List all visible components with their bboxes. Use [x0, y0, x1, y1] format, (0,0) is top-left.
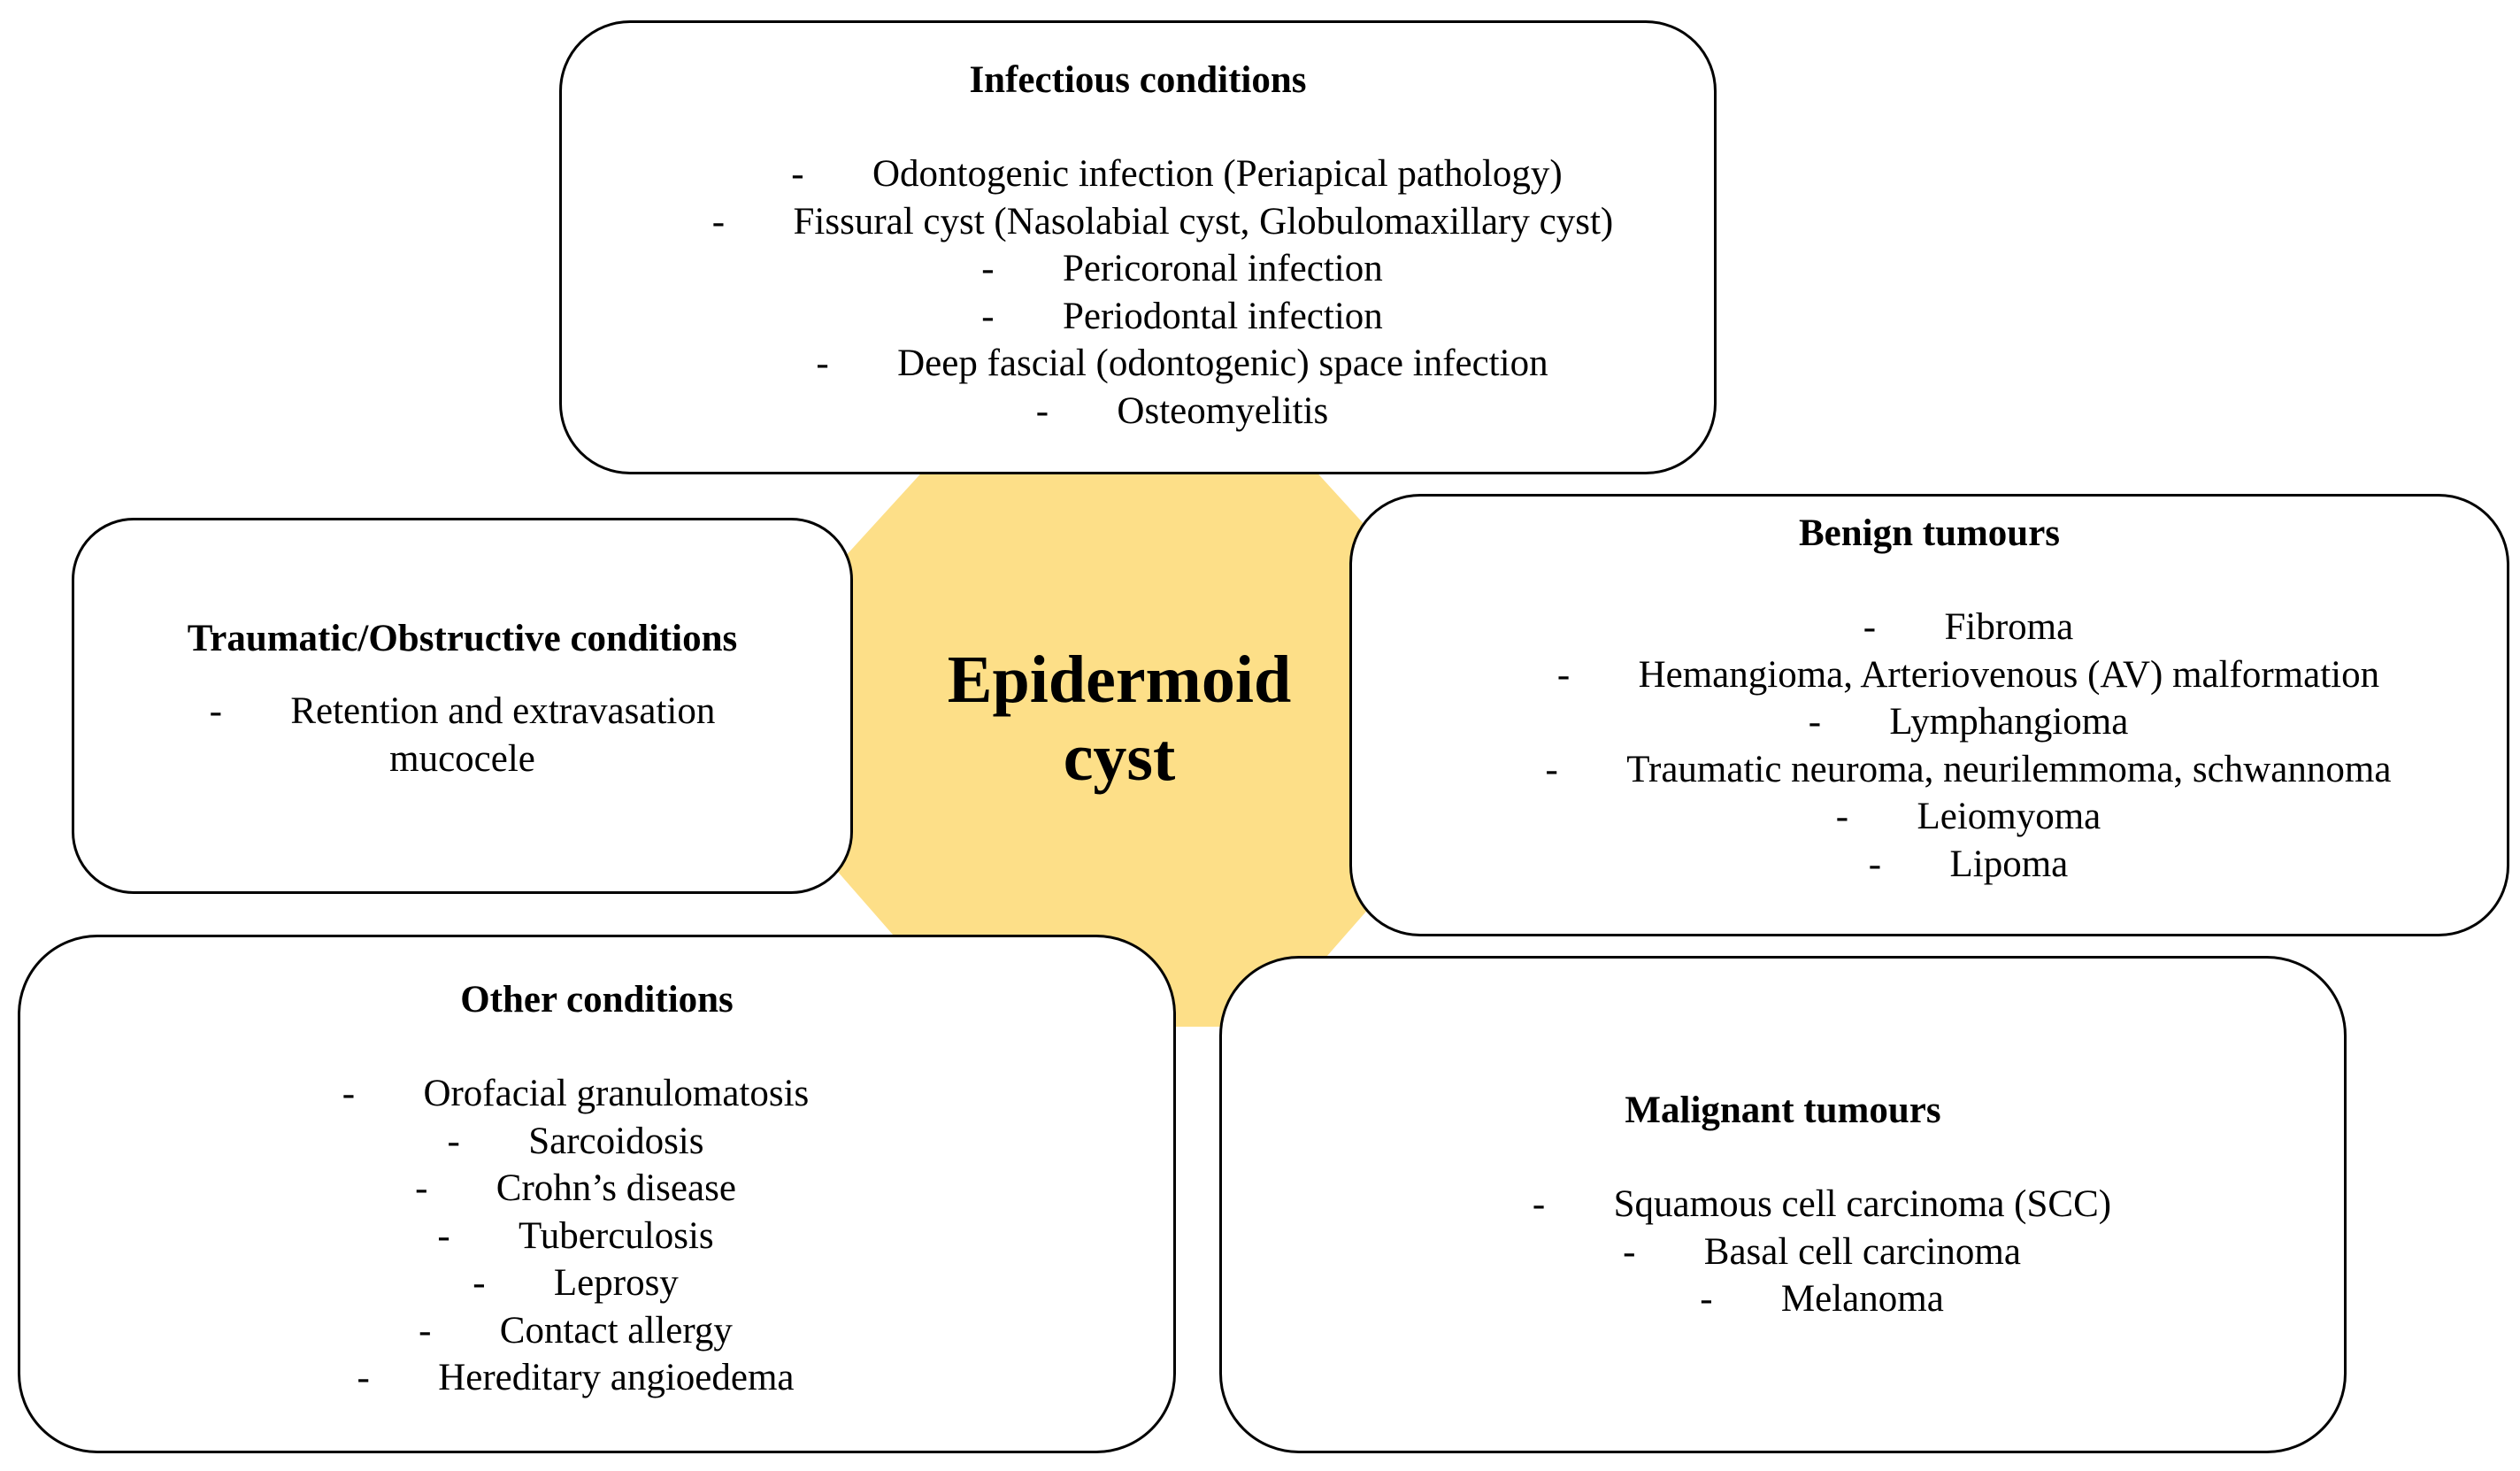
bullet-dash: - [357, 1357, 370, 1398]
list-item: - Odontogenic infection (Periapical patho… [601, 150, 1753, 198]
bullet-dash: - [1835, 796, 1849, 837]
infectious-conditions-box: Infectious conditions - Odontogenic infec… [559, 20, 1717, 474]
list-item-text: mucocele [389, 737, 535, 780]
list-item-text: Crohn’s disease [496, 1167, 736, 1209]
list-item: - Leiomyoma [1391, 793, 2520, 841]
bullet-dash: - [1532, 1183, 1546, 1225]
infectious-conditions-list: - Odontogenic infection (Periapical patho… [562, 150, 1714, 435]
list-item: - Fibroma [1391, 604, 2520, 651]
bullet-dash: - [981, 248, 995, 289]
list-item: - Deep fascial (odontogenic) space infect… [606, 340, 1758, 388]
bullet-dash: - [791, 153, 804, 195]
bullet-dash: - [472, 1262, 486, 1304]
traumatic-conditions-list: - Retention and extravasation mucocele [74, 688, 850, 782]
list-item: - Retention and extravasation [74, 688, 850, 736]
list-item: - Hereditary angioedema [0, 1354, 1152, 1402]
list-item-text: Melanoma [1780, 1278, 1944, 1320]
list-item: - Squamous cell carcinoma (SCC) [1261, 1181, 2383, 1228]
other-conditions-box: Other conditions - Orofacial granulomatos… [18, 935, 1176, 1453]
list-item-text: Leiomyoma [1917, 796, 2101, 837]
bullet-dash: - [1868, 843, 1882, 885]
traumatic-conditions-title: Traumatic/Obstructive conditions [187, 618, 738, 659]
bullet-dash: - [1035, 389, 1049, 432]
list-item-text: Basal cell carcinoma [1703, 1230, 2021, 1273]
list-item: - Basal cell carcinoma [1261, 1228, 2383, 1276]
list-item: - Leprosy [0, 1259, 1152, 1307]
list-item: - Periodontal infection [606, 293, 1758, 341]
center-label: Epidermoid cyst [889, 641, 1349, 797]
other-conditions-title: Other conditions [460, 979, 734, 1020]
list-item: - Melanoma [1261, 1275, 2383, 1323]
list-item: - Osteomyelitis [606, 388, 1758, 435]
list-item: - Contact allergy [0, 1307, 1152, 1355]
list-item-text: Orofacial granulomatosis [423, 1073, 810, 1114]
bullet-dash: - [415, 1167, 428, 1209]
bullet-dash: - [447, 1120, 460, 1162]
list-item: mucocele [74, 736, 850, 783]
center-octagon-shape [788, 416, 1451, 1027]
list-item-text: Retention and extravasation [290, 690, 716, 732]
bullet-dash: - [209, 690, 222, 732]
list-item: - Traumatic neuroma, neurilemmoma, schwan… [1391, 746, 2520, 794]
bullet-dash: - [1863, 606, 1877, 648]
list-item-text: Hereditary angioedema [438, 1357, 795, 1398]
list-item-text: Lipoma [1949, 843, 2069, 885]
list-item: - Hemangioma, Arteriovenous (AV) malforma… [1391, 651, 2520, 699]
list-item-text: Traumatic neuroma, neurilemmoma, schwann… [1626, 748, 2392, 790]
list-item-text: Osteomyelitis [1117, 389, 1329, 432]
list-item: - Tuberculosis [0, 1213, 1152, 1260]
list-item: - Lipoma [1391, 841, 2520, 889]
list-item-text: Pericoronal infection [1062, 248, 1383, 289]
list-item-text: Leprosy [553, 1262, 679, 1304]
center-label-line1: Epidermoid [947, 643, 1292, 717]
bullet-dash: - [816, 343, 829, 384]
bullet-dash: - [419, 1309, 432, 1352]
list-item-text: Odontogenic infection (Periapical pathol… [872, 153, 1563, 195]
benign-tumours-title: Benign tumours [1798, 512, 2061, 554]
list-item-text: Lymphangioma [1889, 701, 2129, 743]
bullet-dash: - [1556, 653, 1571, 696]
list-item-text: Fissural cyst (Nasolabial cyst, Globulom… [793, 200, 1614, 243]
list-item: - Crohn’s disease [0, 1165, 1152, 1213]
list-item: - Lymphangioma [1391, 698, 2520, 746]
bullet-dash: - [981, 295, 995, 337]
benign-tumours-list: - Fibroma - Hemangioma, Arteriovenous (AV)… [1352, 604, 2507, 888]
malignant-tumours-list: - Squamous cell carcinoma (SCC) - Basal ce… [1222, 1181, 2344, 1323]
center-label-line2: cyst [1063, 720, 1176, 795]
bullet-dash: - [437, 1214, 450, 1257]
list-item-text: Tuberculosis [519, 1214, 714, 1257]
list-item: - Fissural cyst (Nasolabial cyst, Globulo… [587, 198, 1739, 246]
list-item-text: Hemangioma, Arteriovenous (AV) malformat… [1638, 653, 2380, 696]
bullet-dash: - [711, 200, 726, 243]
bullet-dash: - [1545, 748, 1558, 790]
malignant-tumours-title: Malignant tumours [1625, 1090, 1941, 1131]
list-item-text: Fibroma [1944, 606, 2074, 648]
list-item: - Sarcoidosis [0, 1118, 1152, 1166]
benign-tumours-box: Benign tumours - Fibroma - Hemangioma, Art… [1349, 494, 2509, 936]
list-item: - Pericoronal infection [606, 245, 1758, 293]
list-item-text: Sarcoidosis [528, 1120, 704, 1162]
infectious-conditions-title: Infectious conditions [969, 59, 1307, 101]
bullet-dash: - [1808, 701, 1822, 743]
traumatic-conditions-box: Traumatic/Obstructive conditions - Retent… [72, 518, 853, 894]
bullet-dash: - [342, 1073, 356, 1114]
list-item-text: Periodontal infection [1062, 295, 1383, 337]
list-item-text: Deep fascial (odontogenic) space infecti… [897, 343, 1548, 384]
bullet-dash: - [1623, 1230, 1636, 1273]
list-item-text: Contact allergy [499, 1309, 733, 1352]
list-item-text: Squamous cell carcinoma (SCC) [1613, 1183, 2112, 1225]
malignant-tumours-box: Malignant tumours - Squamous cell carcino… [1219, 956, 2347, 1453]
list-item: - Orofacial granulomatosis [0, 1070, 1152, 1118]
other-conditions-list: - Orofacial granulomatosis - Sarcoidosis -… [20, 1070, 1173, 1402]
bullet-dash: - [1700, 1278, 1713, 1320]
